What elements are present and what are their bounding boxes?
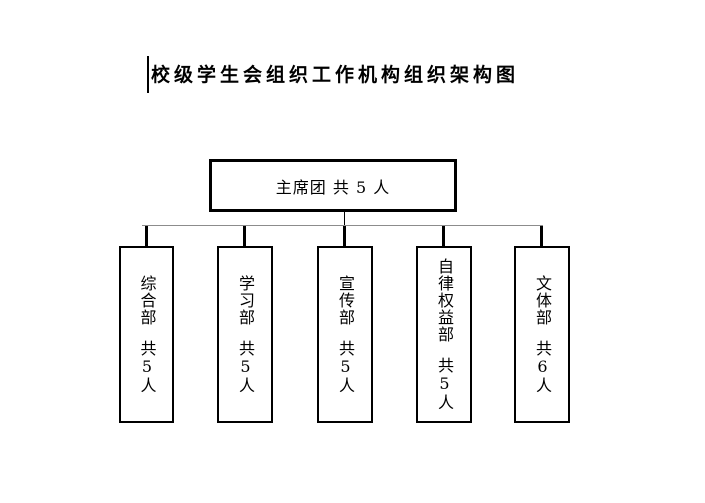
dept-name: 学习部: [236, 275, 255, 326]
dept-name: 自律权益部: [435, 258, 454, 343]
dept-count: 共5人: [336, 340, 355, 394]
org-node-presidium-label: 主席团 共 5 人: [275, 177, 391, 197]
dept-name: 宣传部: [336, 275, 355, 326]
org-node-dept-culture-sports: 文体部 共6人: [514, 246, 570, 423]
connector-drop-4: [442, 226, 445, 246]
org-node-dept-discipline-rights: 自律权益部 共5人: [416, 246, 472, 423]
dept-name: 文体部: [533, 275, 552, 326]
org-node-dept-publicity: 宣传部 共5人: [317, 246, 373, 423]
connector-stem: [344, 212, 345, 225]
dept-count: 共6人: [533, 340, 552, 394]
connector-drop-3: [343, 226, 346, 246]
connector-drop-1: [145, 226, 148, 246]
org-node-dept-study: 学习部 共5人: [217, 246, 273, 423]
connector-rail: [142, 225, 543, 226]
page-title: 校级学生会组织工作机构组织架构图: [151, 64, 520, 86]
dept-name: 综合部: [137, 275, 157, 326]
connector-drop-2: [243, 226, 246, 246]
connector-drop-5: [540, 226, 543, 246]
dept-count: 共5人: [236, 340, 255, 394]
dept-count: 共5人: [435, 357, 454, 411]
dept-count: 共5人: [137, 340, 157, 394]
text-cursor: [147, 56, 149, 93]
org-node-dept-general: 综合部 共5人: [119, 246, 174, 423]
org-node-presidium: 主席团 共 5 人: [209, 159, 457, 212]
